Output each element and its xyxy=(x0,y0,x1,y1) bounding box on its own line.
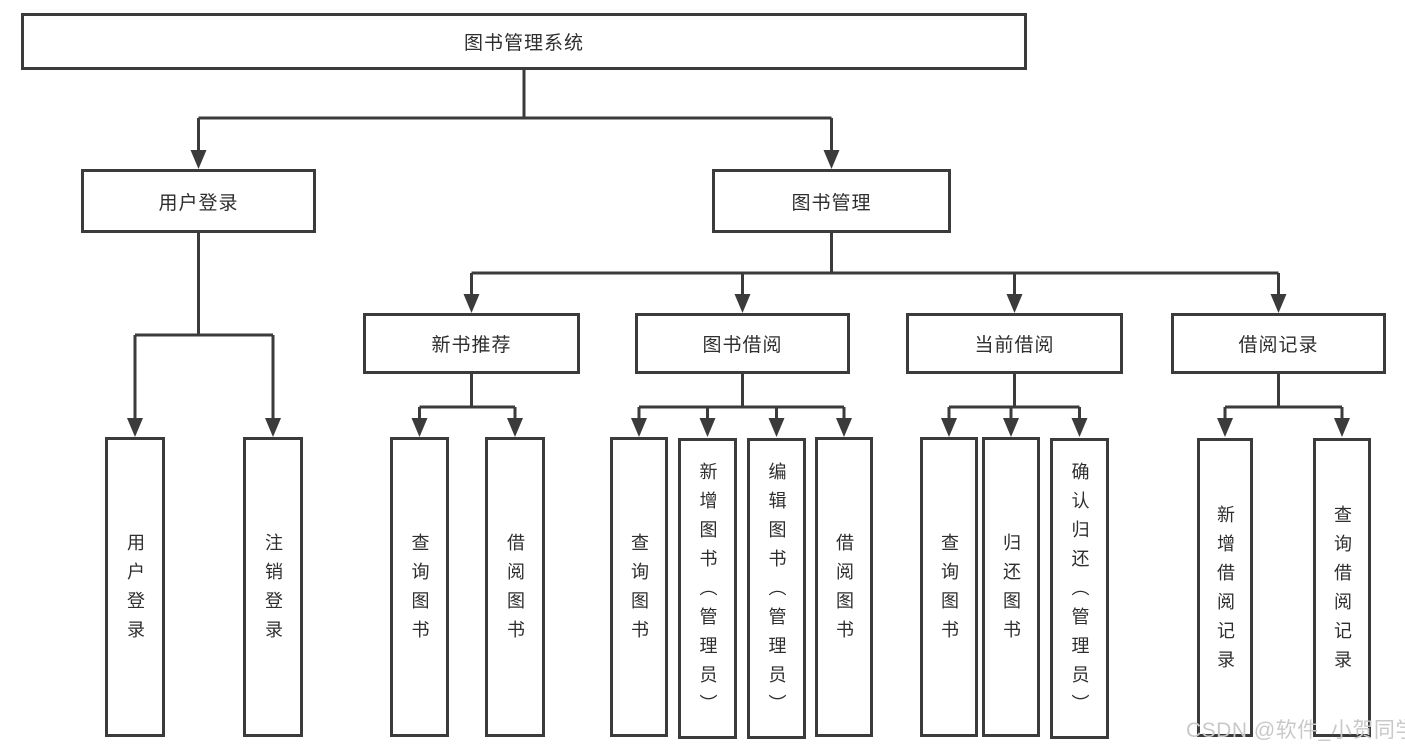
node-current-borrow: 当前借阅 xyxy=(906,313,1123,374)
leaf-borrow-book-2: 借阅图书 xyxy=(815,437,873,737)
node-new-book-recommend: 新书推荐 xyxy=(363,313,580,374)
leaf-query-book-1: 查询图书 xyxy=(390,437,449,737)
leaf-confirm-return-admin: 确认归还（管理员） xyxy=(1050,438,1109,739)
leaf-query-borrow-record: 查询借阅记录 xyxy=(1313,438,1371,737)
leaf-edit-book-admin: 编辑图书（管理员） xyxy=(747,438,806,739)
leaf-query-book-3: 查询图书 xyxy=(920,437,978,737)
leaf-borrow-book-1: 借阅图书 xyxy=(485,437,545,737)
node-book-borrow: 图书借阅 xyxy=(635,313,850,374)
csdn-watermark: CSDN @软件_小贺同学 xyxy=(1186,719,1405,742)
leaf-query-book-2: 查询图书 xyxy=(610,437,668,737)
leaf-logout: 注销登录 xyxy=(243,437,303,737)
leaf-add-borrow-record: 新增借阅记录 xyxy=(1197,438,1253,737)
node-borrow-records: 借阅记录 xyxy=(1171,313,1386,374)
leaf-add-book-admin: 新增图书（管理员） xyxy=(678,438,737,739)
node-book-management-branch: 图书管理 xyxy=(712,169,951,233)
node-user-login-branch: 用户登录 xyxy=(81,169,316,233)
leaf-user-login: 用户登录 xyxy=(105,437,165,737)
leaf-return-book: 归还图书 xyxy=(982,437,1040,737)
node-root: 图书管理系统 xyxy=(21,13,1027,70)
